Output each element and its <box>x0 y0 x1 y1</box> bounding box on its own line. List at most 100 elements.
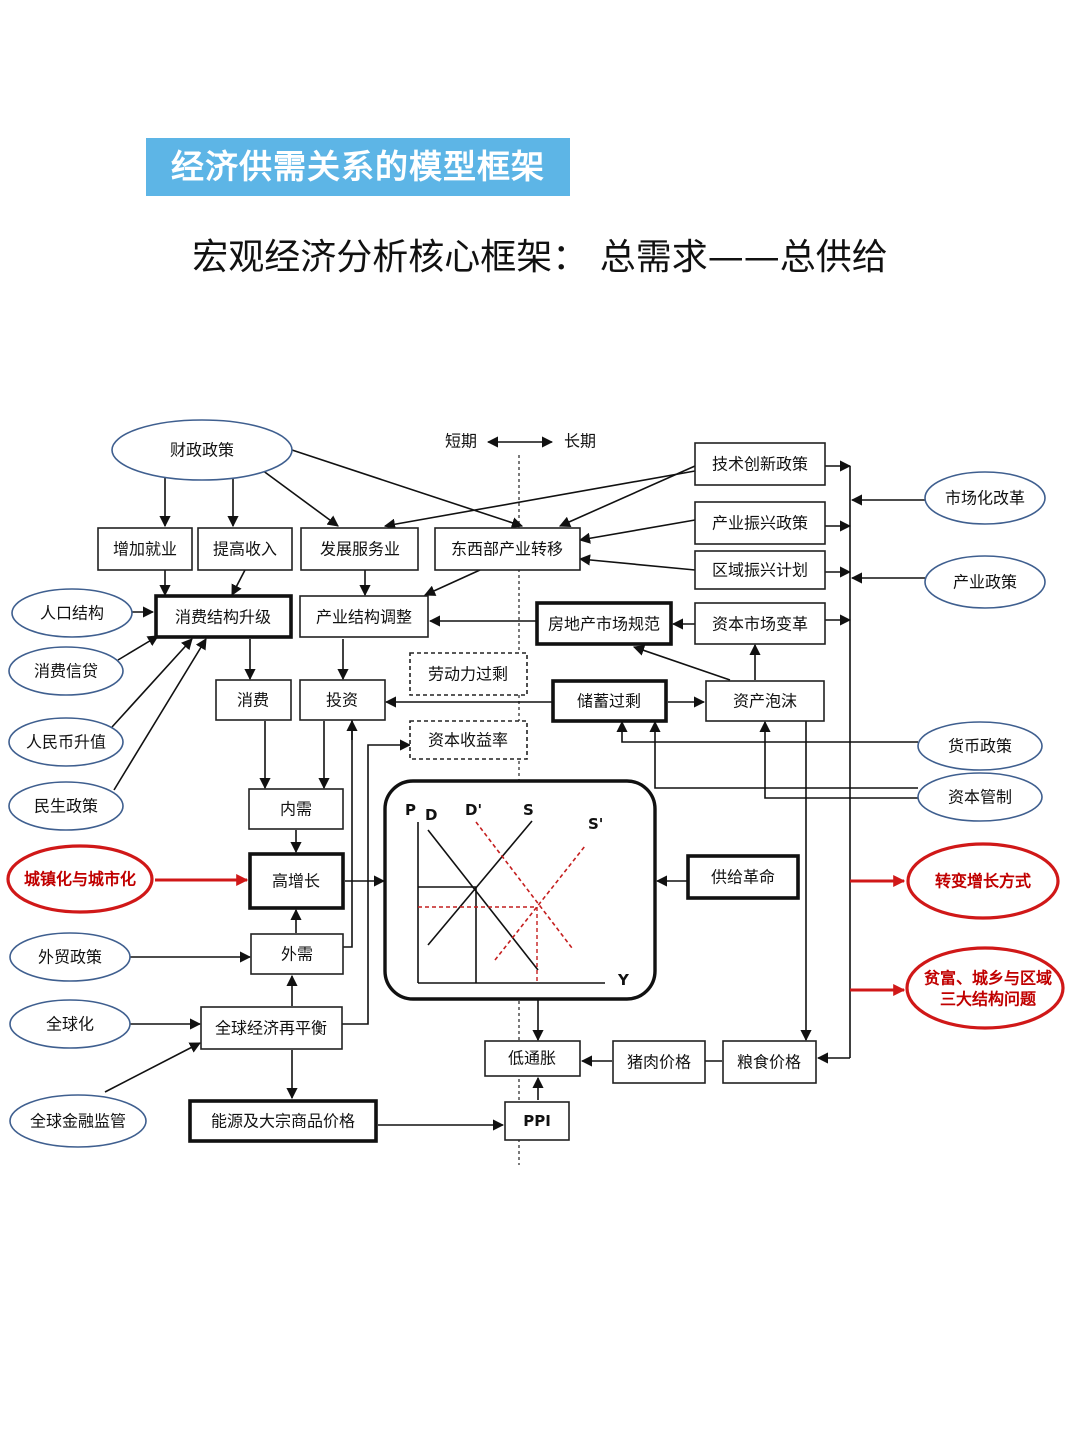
employment-box: 增加就业 <box>97 527 193 571</box>
globalization-node: 全球化 <box>9 999 131 1049</box>
consumer-credit-node: 消费信贷 <box>8 646 124 696</box>
tech-innovation-box: 技术创新政策 <box>694 442 826 486</box>
long-term-label: 长期 <box>564 432 596 451</box>
svg-text:市场化改革: 市场化改革 <box>945 489 1025 508</box>
svg-text:全球经济再平衡: 全球经济再平衡 <box>215 1019 327 1038</box>
svg-text:PPI: PPI <box>523 1112 551 1130</box>
low-inflation-box: 低通胀 <box>484 1040 581 1077</box>
svg-text:区域振兴计划: 区域振兴计划 <box>712 561 808 580</box>
svg-text:东西部产业转移: 东西部产业转移 <box>451 540 563 559</box>
banner-title: 经济供需关系的模型框架 <box>146 138 570 196</box>
service-industry-box: 发展服务业 <box>300 527 419 571</box>
svg-text:劳动力过剩: 劳动力过剩 <box>428 665 508 684</box>
supply-label: S <box>523 801 534 819</box>
capital-control-node: 资本管制 <box>917 772 1043 822</box>
svg-text:人口结构: 人口结构 <box>40 604 104 623</box>
industry-transfer-box: 东西部产业转移 <box>434 527 581 571</box>
svg-text:货币政策: 货币政策 <box>948 737 1012 756</box>
fiscal-policy-node: 财政政策 <box>111 419 293 481</box>
svg-text:消费结构升级: 消费结构升级 <box>175 608 271 627</box>
savings-surplus-box: 储蓄过剩 <box>551 679 668 723</box>
svg-text:消费: 消费 <box>237 691 269 710</box>
svg-text:低通胀: 低通胀 <box>508 1049 556 1068</box>
labor-surplus-box: 劳动力过剩 <box>409 652 528 696</box>
svg-text:城镇化与城市化: 城镇化与城市化 <box>24 870 136 889</box>
regional-plan-box: 区域振兴计划 <box>694 550 826 590</box>
industrial-policy-node: 产业政策 <box>924 555 1046 609</box>
svg-text:内需: 内需 <box>280 800 312 819</box>
structural-issues-node: 贫富、城乡与区域 三大结构问题 <box>905 946 1065 1030</box>
financial-regulation-node: 全球金融监管 <box>9 1094 147 1148</box>
svg-text:全球化: 全球化 <box>46 1015 94 1034</box>
trade-policy-node: 外贸政策 <box>9 932 131 982</box>
svg-text:供给革命: 供给革命 <box>711 868 775 887</box>
svg-text:投资: 投资 <box>326 691 358 710</box>
income-box: 提高收入 <box>197 527 293 571</box>
market-reform-node: 市场化改革 <box>924 471 1046 525</box>
demand-curve <box>427 829 539 971</box>
svg-text:三大结构问题: 三大结构问题 <box>940 990 1037 1009</box>
supply-shifted-label: S' <box>588 815 603 833</box>
svg-text:贫富、城乡与区域: 贫富、城乡与区域 <box>924 969 1052 988</box>
svg-text:粮食价格: 粮食价格 <box>737 1053 801 1072</box>
demand-label: D <box>425 806 437 824</box>
svg-text:资本市场变革: 资本市场变革 <box>712 615 808 634</box>
monetary-policy-node: 货币政策 <box>917 721 1043 771</box>
svg-text:高增长: 高增长 <box>272 872 320 891</box>
industry-revitalization-box: 产业振兴政策 <box>694 501 826 545</box>
ppi-box: PPI <box>504 1101 570 1141</box>
population-structure-node: 人口结构 <box>11 588 133 638</box>
high-growth-box: 高增长 <box>248 852 345 910</box>
grain-price-box: 粮食价格 <box>722 1040 817 1084</box>
investment-box: 投资 <box>299 679 386 721</box>
livelihood-policy-node: 民生政策 <box>8 781 124 831</box>
svg-text:消费信贷: 消费信贷 <box>34 662 98 681</box>
svg-text:技术创新政策: 技术创新政策 <box>712 455 808 474</box>
pork-price-box: 猪肉价格 <box>612 1040 706 1084</box>
svg-text:提高收入: 提高收入 <box>213 540 277 559</box>
svg-text:产业政策: 产业政策 <box>953 573 1017 592</box>
energy-commodity-box: 能源及大宗商品价格 <box>188 1099 378 1143</box>
svg-text:发展服务业: 发展服务业 <box>320 540 400 559</box>
output-axis-label: Y <box>617 971 630 989</box>
industry-adjustment-box: 产业结构调整 <box>299 595 429 638</box>
svg-text:资本收益率: 资本收益率 <box>428 731 508 750</box>
framework-diagram: 短期 长期 <box>0 410 1080 1170</box>
global-rebalancing-box: 全球经济再平衡 <box>200 1006 343 1050</box>
urbanization-node: 城镇化与城市化 <box>6 844 154 914</box>
short-term-label: 短期 <box>445 432 477 451</box>
svg-text:转变增长方式: 转变增长方式 <box>935 872 1031 891</box>
asset-bubble-box: 资产泡沫 <box>705 680 825 722</box>
supply-demand-chart: P D D' S S' Y <box>383 779 657 1001</box>
demand-shifted-label: D' <box>465 801 482 819</box>
external-demand-box: 外需 <box>250 933 344 975</box>
rmb-appreciation-node: 人民币升值 <box>8 717 124 767</box>
svg-text:外贸政策: 外贸政策 <box>38 948 102 967</box>
svg-text:储蓄过剩: 储蓄过剩 <box>577 692 641 711</box>
svg-text:产业振兴政策: 产业振兴政策 <box>712 514 808 533</box>
domestic-demand-box: 内需 <box>248 788 344 830</box>
svg-text:民生政策: 民生政策 <box>34 797 98 816</box>
svg-text:产业结构调整: 产业结构调整 <box>316 608 412 627</box>
svg-text:猪肉价格: 猪肉价格 <box>627 1053 691 1072</box>
svg-text:财政政策: 财政政策 <box>170 441 234 460</box>
svg-text:资本管制: 资本管制 <box>948 788 1012 807</box>
svg-text:外需: 外需 <box>281 945 313 964</box>
growth-mode-node: 转变增长方式 <box>906 842 1060 920</box>
subtitle: 宏观经济分析核心框架： 总需求——总供给 <box>192 237 888 278</box>
svg-text:能源及大宗商品价格: 能源及大宗商品价格 <box>211 1112 355 1131</box>
svg-text:房地产市场规范: 房地产市场规范 <box>548 615 660 634</box>
svg-text:全球金融监管: 全球金融监管 <box>30 1112 126 1131</box>
consumption-upgrade-box: 消费结构升级 <box>154 594 293 639</box>
supply-revolution-box: 供给革命 <box>686 854 800 900</box>
real-estate-box: 房地产市场规范 <box>535 601 673 646</box>
svg-text:增加就业: 增加就业 <box>113 540 177 559</box>
svg-text:人民币升值: 人民币升值 <box>26 733 106 752</box>
capital-market-box: 资本市场变革 <box>694 602 826 645</box>
connectors <box>104 449 925 1131</box>
supply-curve-shifted <box>494 845 586 961</box>
price-axis-label: P <box>405 801 416 819</box>
consumption-box: 消费 <box>215 679 292 721</box>
supply-curve <box>427 820 533 946</box>
demand-curve-shifted <box>475 821 573 949</box>
